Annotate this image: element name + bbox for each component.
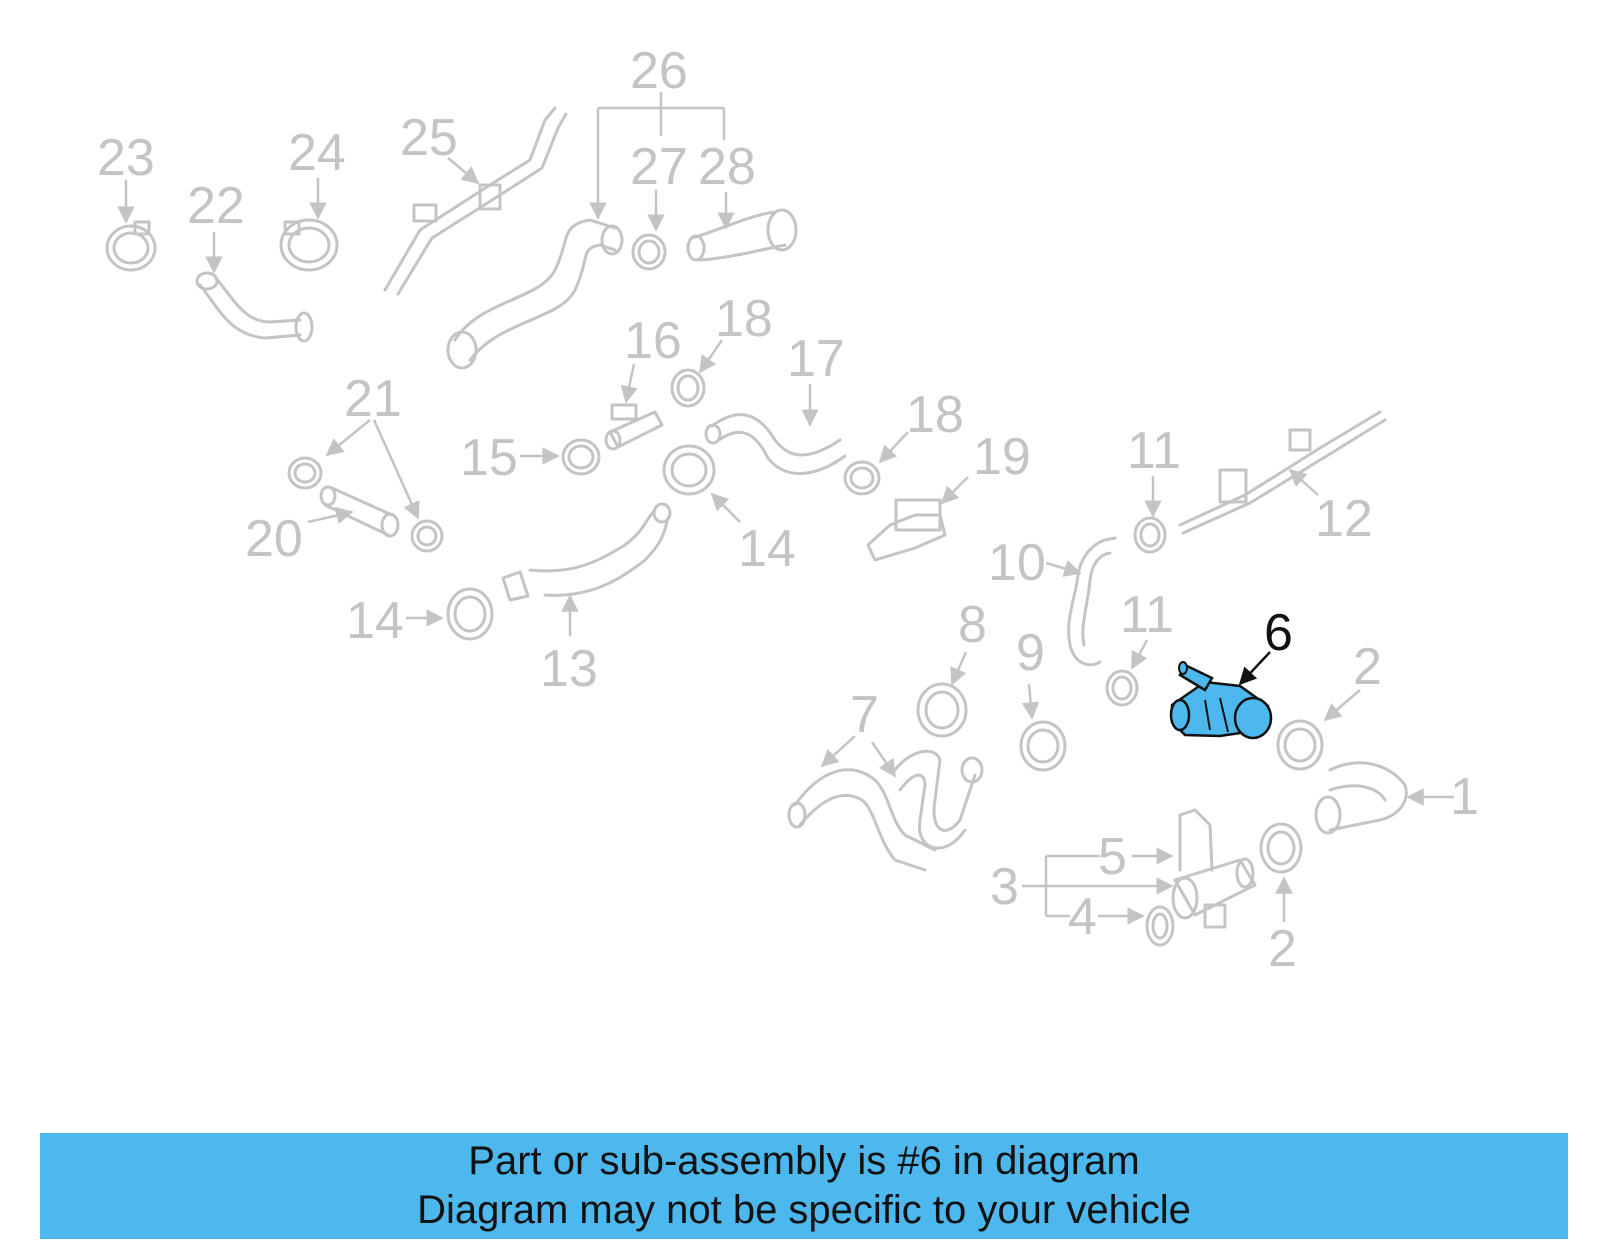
part-9-clamp bbox=[1019, 720, 1067, 772]
callout-12: 12 bbox=[1315, 490, 1373, 548]
callout-6: 6 bbox=[1264, 604, 1293, 662]
part-15-clamp bbox=[561, 438, 601, 476]
callout-11-lower: 11 bbox=[1120, 586, 1174, 644]
callout-15: 15 bbox=[460, 429, 518, 487]
callout-23: 23 bbox=[97, 129, 155, 187]
part-21-clamp-right bbox=[410, 519, 444, 553]
part-23-clamp bbox=[105, 220, 157, 272]
callout-2-lower: 2 bbox=[1268, 920, 1297, 978]
callout-27: 27 bbox=[630, 138, 688, 196]
part-16-fitting bbox=[604, 403, 664, 451]
callout-19: 19 bbox=[973, 428, 1031, 486]
callout-5: 5 bbox=[1098, 828, 1127, 886]
part-11-clamp-upper bbox=[1133, 516, 1167, 554]
part-14-clamp-lower bbox=[446, 587, 494, 641]
callout-20: 20 bbox=[245, 510, 303, 568]
part-3-housing bbox=[1171, 857, 1257, 929]
part-18-clamp-upper bbox=[670, 368, 706, 408]
part-19-valve bbox=[866, 498, 947, 562]
callout-3: 3 bbox=[990, 858, 1019, 916]
part-28-hose bbox=[686, 208, 798, 262]
part-20-hose bbox=[319, 485, 400, 538]
callout-13: 13 bbox=[540, 640, 598, 698]
callout-16: 16 bbox=[624, 312, 682, 370]
callout-2-upper: 2 bbox=[1353, 638, 1382, 696]
callout-11-upper: 11 bbox=[1127, 422, 1181, 480]
part-14-clamp-upper bbox=[662, 444, 716, 496]
part-18-clamp-lower bbox=[843, 460, 881, 496]
callout-24: 24 bbox=[288, 124, 346, 182]
part-2-clamp-upper bbox=[1276, 719, 1324, 771]
callout-9: 9 bbox=[1016, 624, 1045, 682]
part-1-hose bbox=[1314, 761, 1408, 835]
part-4-o-ring bbox=[1145, 905, 1175, 947]
callout-labels: 23 24 22 25 26 27 28 16 18 17 21 15 18 1… bbox=[97, 42, 1479, 978]
callout-21: 21 bbox=[344, 370, 402, 428]
banner-line-1: Part or sub-assembly is #6 in diagram bbox=[468, 1139, 1140, 1183]
part-7-hoses bbox=[787, 749, 984, 872]
part-17-hose bbox=[704, 413, 847, 475]
part-2-clamp-lower bbox=[1259, 822, 1303, 874]
callout-18-upper: 18 bbox=[715, 290, 773, 348]
part-8-clamp bbox=[916, 682, 968, 738]
part-24-clamp bbox=[279, 218, 339, 272]
callout-14-upper: 14 bbox=[738, 520, 796, 578]
callout-18-lower: 18 bbox=[906, 386, 964, 444]
part-10-hose bbox=[1067, 536, 1117, 667]
part-6-coolant-flange[interactable] bbox=[1169, 661, 1273, 740]
part-5-bracket bbox=[1178, 808, 1214, 872]
callout-8: 8 bbox=[958, 596, 987, 654]
part-25-pipe bbox=[383, 106, 568, 296]
callout-17: 17 bbox=[787, 330, 845, 388]
callout-26: 26 bbox=[630, 42, 688, 100]
callout-10: 10 bbox=[988, 534, 1046, 592]
callout-7: 7 bbox=[850, 686, 879, 744]
callout-22: 22 bbox=[187, 177, 245, 235]
info-banner: Part or sub-assembly is #6 in diagram Di… bbox=[40, 1133, 1568, 1239]
part-26-hose bbox=[446, 218, 624, 370]
part-12-pipe bbox=[1178, 410, 1387, 535]
callout-25: 25 bbox=[400, 109, 458, 167]
part-13-hose bbox=[501, 502, 672, 602]
leader-lines bbox=[117, 92, 1454, 925]
callout-1: 1 bbox=[1450, 768, 1479, 826]
part-22-hose bbox=[195, 271, 314, 343]
callout-14-lower: 14 bbox=[346, 592, 404, 650]
banner-line-2: Diagram may not be specific to your vehi… bbox=[417, 1188, 1191, 1232]
callout-28: 28 bbox=[698, 138, 756, 196]
part-21-clamp-left bbox=[287, 456, 323, 490]
part-11-clamp-lower bbox=[1105, 669, 1139, 707]
callout-4: 4 bbox=[1068, 888, 1097, 946]
part-27-clamp bbox=[631, 233, 667, 271]
